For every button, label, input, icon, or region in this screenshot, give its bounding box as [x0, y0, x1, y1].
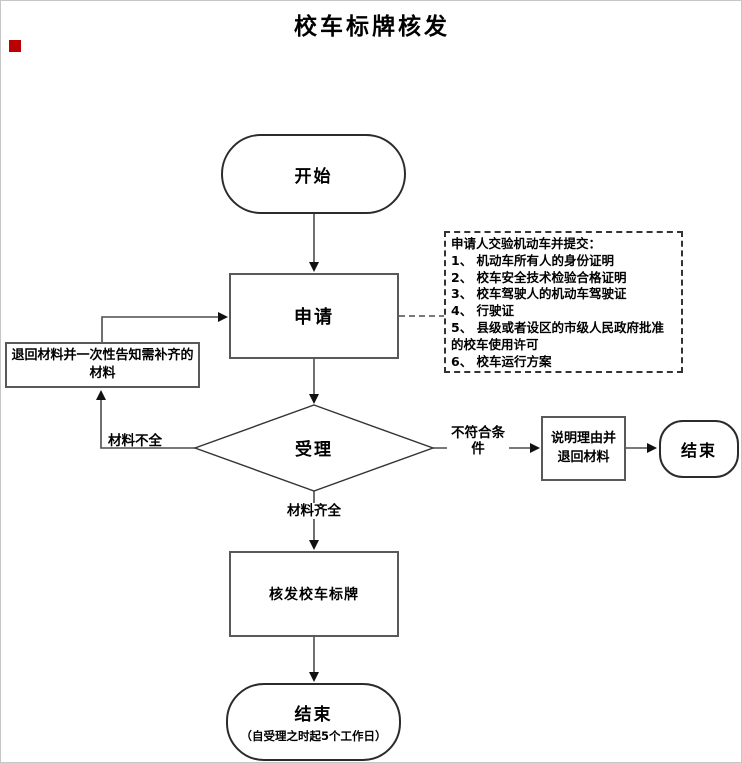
explain-return-node: 说明理由并 退回材料 [541, 416, 626, 481]
issue-plate-label: 核发校车标牌 [269, 587, 359, 603]
start-node: 开始 [221, 134, 406, 214]
explain-return-label-line2: 退回材料 [557, 449, 610, 465]
note-line: 3、 校车驾驶人的机动车驾驶证 [451, 286, 627, 302]
note-line: 5、 县级或者设区的市级人民政府批准 [451, 319, 665, 335]
edge-accept-return [100, 392, 195, 449]
materials-note-box: 申请人交验机动车并提交： 1、 机动车所有人的身份证明 2、 校车安全技术检验合… [444, 231, 683, 373]
end-node-right-label: 结束 [680, 441, 717, 460]
note-line: 的校车使用许可 [451, 336, 539, 352]
edge-label-incomplete: 材料不全 [108, 433, 162, 449]
edge-label-not-conform-line1: 不符合条 [451, 425, 505, 441]
apply-node: 申请 [229, 273, 399, 359]
explain-return-label-line1: 说明理由并 [550, 430, 616, 446]
note-line: 2、 校车安全技术检验合格证明 [451, 269, 627, 285]
return-materials-label-line2: 材料 [89, 366, 116, 381]
return-materials-node: 退回材料并一次性告知需补齐的 材料 [5, 342, 200, 388]
return-materials-label-line1: 退回材料并一次性告知需补齐的 [11, 347, 194, 363]
edge-label-complete: 材料齐全 [284, 503, 344, 520]
note-line: 4、 行驶证 [451, 303, 515, 319]
end-node-right: 结束 [659, 420, 739, 478]
edge-label-not-conform-line2: 件 [471, 441, 485, 458]
note-line: 申请人交验机动车并提交： [451, 236, 602, 251]
edge-return-apply [101, 316, 220, 342]
accept-decision-label: 受理 [295, 440, 333, 460]
page-title: 校车标牌核发 [294, 14, 450, 40]
start-node-label: 开始 [294, 166, 333, 187]
arrowhead-up-return [96, 390, 106, 400]
arrowheads [96, 262, 657, 682]
arrowhead-right-explain [530, 443, 540, 453]
arrowhead-down-issue [309, 540, 319, 550]
note-line: 1、 机动车所有人的身份证明 [451, 252, 615, 268]
end-node-bottom: 结束 （自受理之时起5个工作日） [226, 683, 401, 761]
accept-decision-diamond [192, 404, 436, 492]
issue-plate-node: 核发校车标牌 [229, 551, 399, 637]
arrowhead-right-apply [218, 312, 228, 322]
end-node-bottom-sublabel: （自受理之时起5个工作日） [240, 729, 387, 743]
apply-node-label: 申请 [294, 307, 334, 328]
arrowhead-down-apply [309, 262, 319, 272]
arrowhead-down-end [309, 672, 319, 682]
arrowhead-right-end [647, 443, 657, 453]
end-node-bottom-label: 结束 [294, 705, 333, 725]
red-square-marker [9, 40, 21, 52]
note-line: 6、 校车运行方案 [451, 353, 552, 369]
edge-label-not-conform: 不符合条 件 [447, 425, 509, 458]
arrowhead-down-accept [309, 394, 319, 404]
